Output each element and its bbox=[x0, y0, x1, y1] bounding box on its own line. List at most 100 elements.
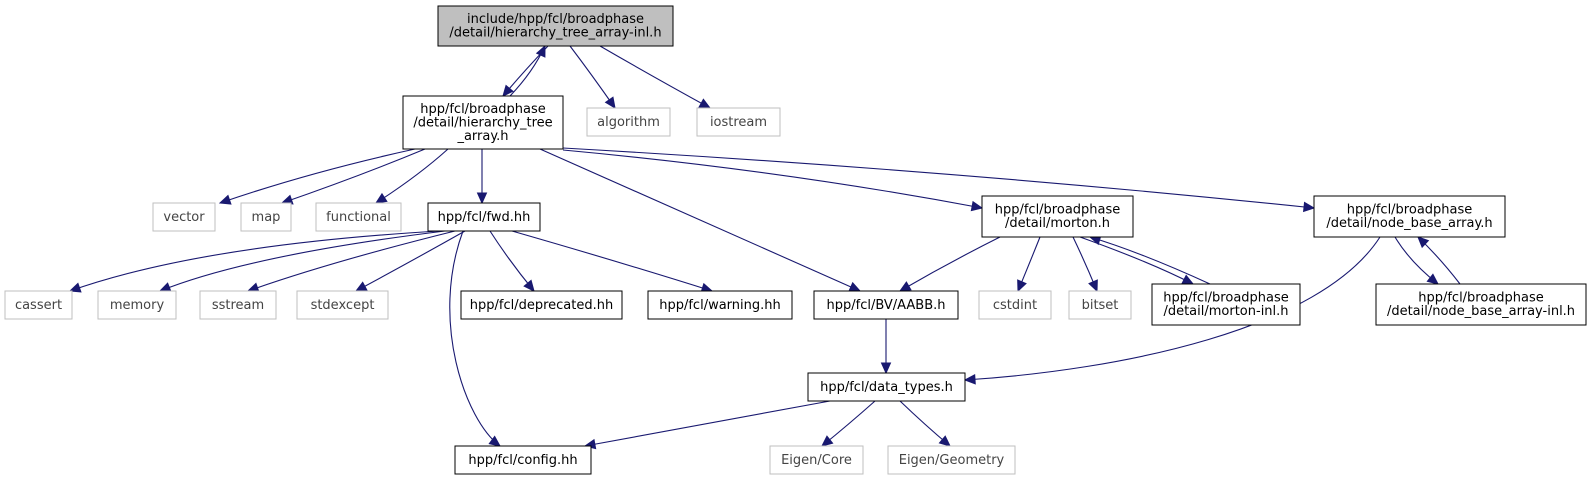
node-label-line: stdexcept bbox=[311, 298, 375, 313]
node-label-line: hpp/fcl/broadphase bbox=[1418, 291, 1544, 306]
node-hta[interactable]: hpp/fcl/broadphase/detail/hierarchy_tree… bbox=[402, 95, 564, 150]
edge-hta-to-map bbox=[280, 148, 426, 205]
edge-line bbox=[599, 45, 711, 109]
node-box bbox=[97, 290, 177, 320]
edge-line bbox=[159, 230, 446, 292]
node-box bbox=[813, 290, 959, 320]
node-box bbox=[460, 290, 623, 320]
node-warning[interactable]: hpp/fcl/warning.hh bbox=[647, 290, 793, 320]
node-label-line: hpp/fcl/data_types.h bbox=[820, 380, 953, 395]
edge-arrowhead bbox=[535, 44, 546, 58]
edge-line bbox=[562, 147, 1315, 209]
edge-line bbox=[281, 148, 426, 204]
node-box bbox=[696, 107, 781, 137]
node-vector: vector bbox=[152, 202, 216, 232]
node-label-line: cstdint bbox=[993, 298, 1037, 313]
node-map: map bbox=[240, 202, 292, 232]
edge-arrowhead bbox=[68, 282, 82, 293]
node-fwd[interactable]: hpp/fcl/fwd.hh bbox=[427, 202, 541, 232]
edge-fwd-to-deprecated bbox=[489, 230, 535, 292]
edge-line bbox=[899, 236, 1001, 292]
edge-arrowhead bbox=[374, 192, 388, 204]
edge-arrowhead bbox=[218, 194, 232, 205]
edge-line bbox=[1089, 236, 1211, 285]
edge-arrowhead bbox=[604, 96, 616, 109]
edge-hta-to-functional bbox=[374, 148, 449, 204]
node-nba[interactable]: hpp/fcl/broadphase/detail/node_base_arra… bbox=[1313, 195, 1506, 238]
node-box bbox=[437, 5, 674, 47]
node-box bbox=[296, 290, 389, 320]
node-box bbox=[887, 445, 1016, 475]
edge-aabb-to-datatypes bbox=[880, 319, 892, 375]
edge-line bbox=[375, 148, 449, 204]
edge-arrowhead bbox=[1426, 273, 1439, 285]
node-bitset: bitset bbox=[1068, 290, 1132, 320]
edge-hta-to-nba bbox=[562, 147, 1316, 213]
node-nbainl[interactable]: hpp/fcl/broadphase/detail/node_base_arra… bbox=[1375, 283, 1587, 326]
edge-morton-to-bitset bbox=[1072, 236, 1098, 293]
edge-line bbox=[449, 230, 501, 447]
node-label-line: hpp/fcl/broadphase bbox=[1347, 203, 1473, 218]
node-label-line: hpp/fcl/config.hh bbox=[468, 453, 577, 468]
node-label-line: /detail/node_base_array-inl.h bbox=[1387, 304, 1575, 319]
edge-line bbox=[489, 230, 535, 292]
edge-arrowhead bbox=[488, 435, 501, 447]
node-box bbox=[199, 290, 277, 320]
node-label-line: memory bbox=[110, 298, 165, 313]
node-box bbox=[454, 445, 592, 475]
node-mortoninl[interactable]: hpp/fcl/broadphase/detail/morton-inl.h bbox=[1151, 283, 1301, 326]
edge-hta-to-root bbox=[509, 44, 546, 97]
node-label-line: _array.h bbox=[456, 129, 508, 144]
edge-layer bbox=[68, 44, 1461, 450]
node-eigencore: Eigen/Core bbox=[769, 445, 864, 475]
node-label-line: hpp/fcl/broadphase bbox=[1163, 291, 1289, 306]
node-label-line: vector bbox=[163, 210, 205, 225]
node-cstdint: cstdint bbox=[978, 290, 1052, 320]
node-morton[interactable]: hpp/fcl/broadphase/detail/morton.h bbox=[981, 195, 1134, 238]
edge-root-to-algorithm bbox=[569, 45, 616, 109]
edge-arrowhead bbox=[698, 98, 712, 109]
node-box bbox=[315, 202, 402, 232]
edge-root-to-iostream bbox=[599, 45, 712, 109]
node-box bbox=[152, 202, 216, 232]
node-label-line: hpp/fcl/fwd.hh bbox=[438, 210, 531, 225]
node-aabb[interactable]: hpp/fcl/BV/AABB.h bbox=[813, 290, 959, 320]
edge-arrowhead bbox=[938, 435, 951, 447]
node-label-line: /detail/morton.h bbox=[1005, 216, 1110, 231]
edge-line bbox=[562, 149, 983, 209]
node-datatypes[interactable]: hpp/fcl/data_types.h bbox=[807, 372, 966, 402]
node-label-line: /detail/hierarchy_tree_array-inl.h bbox=[449, 26, 661, 41]
node-label-line: /detail/morton-inl.h bbox=[1163, 304, 1288, 319]
edge-fwd-to-cassert bbox=[68, 230, 441, 293]
node-eigengeom: Eigen/Geometry bbox=[887, 445, 1016, 475]
edge-arrowhead bbox=[970, 200, 984, 212]
node-config[interactable]: hpp/fcl/config.hh bbox=[454, 445, 592, 475]
edge-datatypes-to-eigengeom bbox=[899, 400, 951, 447]
node-box bbox=[647, 290, 793, 320]
node-box bbox=[240, 202, 292, 232]
node-deprecated[interactable]: hpp/fcl/deprecated.hh bbox=[460, 290, 623, 320]
node-box bbox=[978, 290, 1052, 320]
edge-arrowhead bbox=[523, 279, 535, 292]
node-label-line: algorithm bbox=[597, 115, 660, 130]
node-sstream: sstream bbox=[199, 290, 277, 320]
node-label-line: sstream bbox=[212, 298, 264, 313]
edge-arrowhead bbox=[898, 281, 912, 292]
edge-morton-to-mortoninl bbox=[1079, 236, 1195, 285]
edge-hta-to-aabb bbox=[539, 148, 862, 292]
node-box bbox=[586, 107, 671, 137]
edge-fwd-to-warning bbox=[511, 230, 714, 293]
edge-line bbox=[355, 230, 466, 292]
node-label-line: cassert bbox=[15, 298, 62, 313]
edge-nbainl-to-nba bbox=[1417, 236, 1461, 285]
edge-hta-to-vector bbox=[218, 148, 416, 205]
edge-nba-to-datatypes bbox=[963, 236, 1381, 385]
node-label-line: map bbox=[252, 210, 281, 225]
node-label-line: hpp/fcl/deprecated.hh bbox=[470, 298, 613, 313]
node-root[interactable]: include/hpp/fcl/broadphase/detail/hierar… bbox=[437, 5, 674, 47]
node-cassert: cassert bbox=[4, 290, 73, 320]
node-label-line: Eigen/Core bbox=[781, 453, 852, 468]
node-box bbox=[4, 290, 73, 320]
node-box bbox=[1313, 195, 1506, 238]
edge-nba-to-nbainl bbox=[1394, 236, 1439, 285]
